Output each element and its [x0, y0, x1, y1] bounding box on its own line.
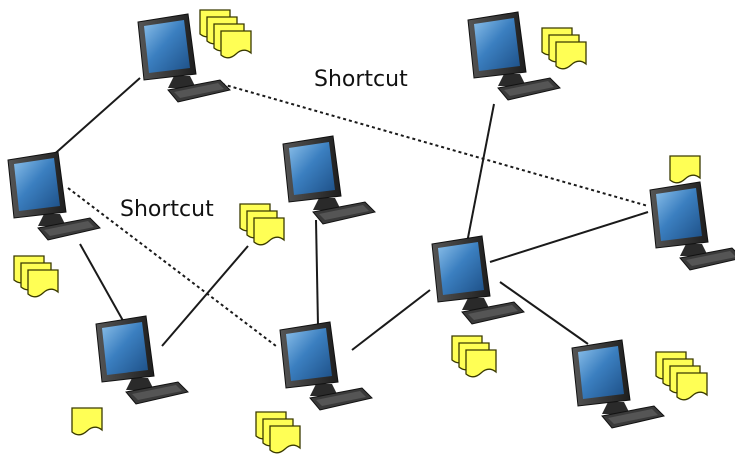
monitor-screen: [656, 188, 702, 241]
keyboard-keys: [132, 385, 182, 400]
computer-icon: [95, 315, 189, 405]
computer-icon: [431, 235, 525, 325]
computer-icon: [467, 11, 561, 101]
pc-left: [7, 151, 101, 298]
file-stack: [255, 411, 301, 454]
pc-bottom-right: [571, 339, 708, 429]
file-icon: [676, 372, 708, 401]
shortcut-label-top: Shortcut: [314, 67, 408, 92]
monitor-stand: [498, 74, 526, 86]
labels-layer: Shortcut Shortcut: [120, 67, 408, 222]
network-link-pc-top-right-pc-hub: [465, 103, 495, 249]
file-stack: [199, 9, 252, 59]
network-link-pc-bottom-center-pc-hub: [351, 289, 431, 351]
file-stack: [451, 335, 497, 378]
network-link-pc-center-pc-bottom-left: [161, 245, 249, 347]
file-stack: [655, 351, 708, 401]
monitor-screen: [474, 18, 520, 71]
links-layer: [49, 77, 649, 351]
network-link-pc-hub-pc-right: [489, 211, 649, 263]
file-icon: [669, 155, 701, 184]
monitor-screen: [438, 242, 484, 295]
file-icon: [220, 30, 252, 59]
monitor-screen: [102, 322, 148, 375]
pc-hub: [431, 235, 525, 378]
nodes-layer: [7, 9, 735, 454]
network-link-pc-hub-pc-bottom-right: [499, 281, 589, 345]
monitor-stand: [462, 298, 490, 310]
keyboard-keys: [468, 305, 518, 320]
monitor-stand: [168, 76, 196, 88]
file-icon: [269, 425, 301, 454]
keyboard-keys: [608, 409, 658, 424]
monitor-screen: [289, 142, 335, 195]
pc-top-right: [467, 11, 587, 101]
pc-center: [239, 135, 376, 246]
monitor-stand: [310, 384, 338, 396]
pc-bottom-center: [255, 321, 373, 454]
computer-icon: [137, 13, 231, 103]
computer-icon: [279, 321, 373, 411]
pc-top-center: [137, 9, 252, 103]
computer-icon: [282, 135, 376, 225]
monitor-stand: [680, 244, 708, 256]
computer-icon: [7, 151, 101, 241]
keyboard-keys: [174, 83, 224, 98]
file-icon: [253, 217, 285, 246]
network-link-pc-top-center-pc-left: [49, 77, 141, 159]
monitor-stand: [602, 402, 630, 414]
file-stack: [669, 155, 701, 184]
monitor-screen: [14, 158, 60, 211]
pc-bottom-left: [71, 315, 189, 436]
computer-icon: [649, 181, 735, 271]
file-stack: [71, 407, 103, 436]
file-icon: [27, 269, 59, 298]
shortcut-link-pc-top-center-pc-right: [221, 83, 649, 207]
keyboard-keys: [504, 81, 554, 96]
file-icon: [555, 41, 587, 70]
pc-right: [649, 155, 735, 271]
computer-icon: [571, 339, 665, 429]
monitor-screen: [286, 328, 332, 381]
shortcut-label-left: Shortcut: [120, 197, 214, 222]
shortcut-link-pc-left-pc-bottom-center: [67, 187, 277, 347]
keyboard-keys: [319, 205, 369, 220]
keyboard-keys: [686, 251, 735, 266]
file-icon: [465, 349, 497, 378]
file-stack: [541, 27, 587, 70]
monitor-stand: [126, 378, 154, 390]
network-link-pc-center-pc-bottom-center: [315, 219, 319, 327]
monitor-stand: [313, 198, 341, 210]
file-icon: [71, 407, 103, 436]
keyboard-keys: [316, 391, 366, 406]
file-stack: [239, 203, 285, 246]
network-link-pc-left-pc-bottom-left: [79, 243, 127, 327]
monitor-screen: [144, 20, 190, 73]
keyboard-keys: [44, 221, 94, 236]
monitor-screen: [578, 346, 624, 399]
monitor-stand: [38, 214, 66, 226]
file-stack: [13, 255, 59, 298]
